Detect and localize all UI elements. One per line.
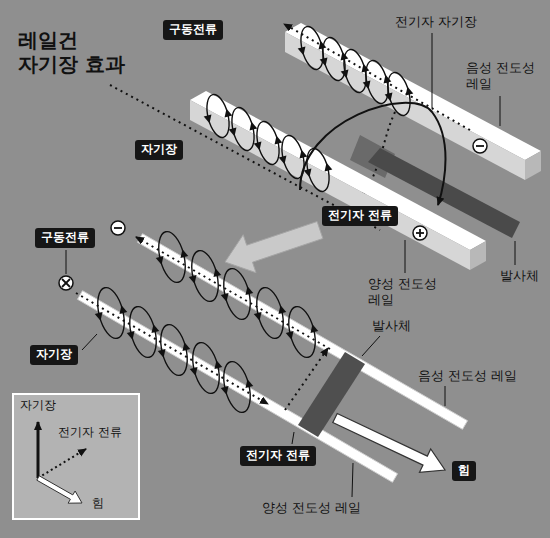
leader-line (405, 240, 406, 273)
label-tag: 힘 (452, 461, 476, 481)
coil (183, 247, 227, 305)
axis-field (37, 422, 40, 478)
negative-symbol (114, 227, 122, 229)
coil (215, 358, 259, 416)
node-text: 전기자 전류 (58, 425, 122, 439)
leader-line (82, 334, 97, 350)
coil (199, 91, 237, 140)
part-label: 양성 전도성 레일 (368, 276, 448, 309)
label-tag: 구동전류 (163, 20, 223, 40)
coil (121, 303, 165, 361)
part-label: 발사체 (372, 318, 411, 334)
rail-end (470, 241, 486, 270)
leader-line (292, 432, 294, 444)
node-text: 구동전류 (41, 230, 89, 244)
axis-inset: 자기장전기자 전류힘 (12, 393, 140, 520)
positive-symbol (413, 226, 427, 240)
coil (152, 321, 196, 379)
coil (299, 145, 337, 194)
node-text: 힘 (458, 463, 470, 477)
rail-top (190, 91, 486, 250)
coil (274, 132, 312, 181)
part-label: 발사체 (500, 268, 539, 284)
leader-line (432, 33, 433, 108)
label-tag: 자기장 (30, 345, 78, 365)
node-text: 힘 (92, 496, 104, 510)
negative-symbol (473, 139, 487, 153)
positive-symbol (59, 276, 73, 290)
label-tag: 자기장 (135, 140, 183, 160)
negative-symbol (476, 145, 484, 147)
part-label: 전기자 자기장 (395, 14, 477, 30)
node-text: 전기자 전류 (328, 208, 392, 222)
positive-symbol (62, 279, 70, 287)
force-arrow (225, 222, 323, 273)
coil (89, 284, 133, 342)
positive-symbol (419, 229, 421, 237)
label-tag: 전기자 전류 (322, 206, 398, 226)
part-label: 양성 전도성 레일 (262, 500, 361, 516)
leader-line (500, 96, 501, 126)
inset-ground (12, 393, 140, 520)
axis-force (37, 476, 82, 503)
leader-line (352, 463, 353, 497)
label-tag: 전기자 전류 (240, 446, 316, 466)
node-text: 자기장 (20, 398, 56, 412)
positive-symbol (62, 279, 70, 287)
leader-line (445, 386, 446, 406)
coil (280, 303, 324, 361)
flat-rail (138, 234, 468, 430)
coil (315, 34, 353, 83)
drive-current-line (136, 237, 330, 349)
axis-current (38, 449, 86, 478)
rail-end (525, 151, 541, 180)
leader-line (515, 241, 516, 265)
part-label: 음성 전도성 레일 (466, 60, 546, 93)
label-tag: 구동전류 (35, 228, 95, 248)
node-text: 전기자 전류 (246, 448, 310, 462)
armature-field-arc (300, 103, 446, 205)
negative-symbol (111, 221, 125, 235)
part-label: 음성 전도성 레일 (418, 368, 517, 384)
leader-line (362, 336, 380, 356)
node-text: 자기장 (141, 142, 177, 156)
leader-line (66, 250, 67, 274)
coil (215, 265, 259, 323)
node-text: 구동전류 (169, 22, 217, 36)
drive-current-line (284, 24, 470, 130)
diagram-title: 레일건 자기장 효과 (18, 28, 133, 76)
coil (150, 228, 194, 286)
force-arrow (333, 414, 445, 473)
armature-current-line (285, 348, 328, 410)
coil (380, 69, 418, 118)
coil (248, 284, 292, 342)
drive-current-line (76, 293, 268, 404)
node-text: 자기장 (36, 347, 72, 361)
